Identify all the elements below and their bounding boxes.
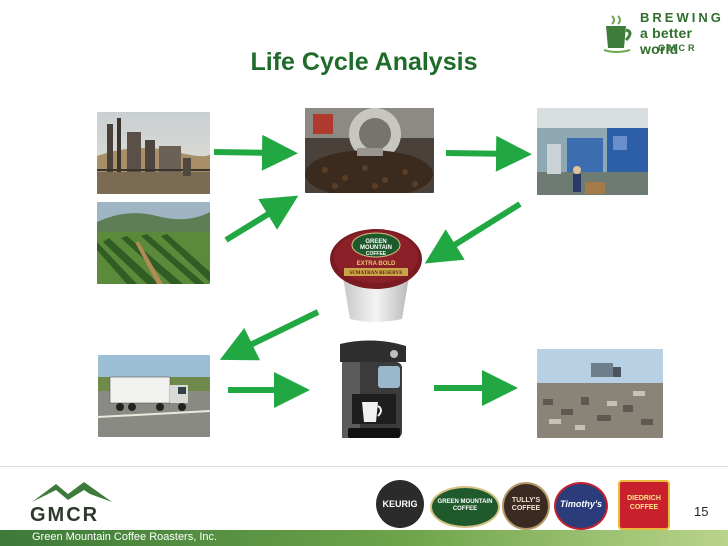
refinery-photo bbox=[97, 112, 210, 194]
footer-band: Green Mountain Coffee Roasters, Inc. bbox=[0, 530, 728, 546]
footer-divider bbox=[0, 466, 728, 467]
brand-line-3: GMCR bbox=[658, 43, 698, 53]
timothys-badge: Timothy's bbox=[554, 482, 608, 530]
kcup-label2: SUMATRAN RESERVE bbox=[349, 271, 403, 276]
green-mountain-badge: GREEN MOUNTAIN COFFEE bbox=[430, 486, 500, 528]
brand-line-2: a better world bbox=[640, 25, 693, 57]
coffee-mug-icon bbox=[603, 15, 632, 53]
kcup-line3: COFFEE bbox=[366, 251, 387, 257]
footer-company-name: Green Mountain Coffee Roasters, Inc. bbox=[32, 531, 218, 543]
keurig-badge: KEURIG bbox=[376, 480, 424, 528]
page-title: Life Cycle Analysis bbox=[250, 48, 478, 76]
arrow-plantation-to-roast bbox=[224, 195, 299, 243]
factory-photo bbox=[537, 108, 648, 195]
brewing-a-better-world-logo: BREWING a better world GMCR bbox=[600, 4, 722, 64]
tullys-badge: TULLY'S COFFEE bbox=[502, 482, 550, 530]
brand-line-1: BREWING bbox=[640, 10, 724, 25]
arrow-refinery-to-roast bbox=[213, 134, 298, 171]
keurig-brewer-photo bbox=[336, 340, 408, 448]
mountain-logo-icon bbox=[32, 482, 112, 502]
k-cup-image: GREEN MOUNTAIN COFFEE EXTRA BOLD SUMATRA… bbox=[330, 225, 422, 325]
kcup-line2: MOUNTAIN bbox=[360, 245, 392, 251]
diedrich-badge: DIEDRICH COFFEE bbox=[618, 480, 670, 530]
arrow-roast-to-factory bbox=[445, 135, 532, 172]
kcup-label1: EXTRA BOLD bbox=[357, 261, 396, 267]
landfill-photo bbox=[537, 349, 663, 438]
roasting-photo bbox=[305, 108, 434, 193]
gmcr-wordmark: GMCR bbox=[30, 504, 100, 526]
kcup-line1: GREEN bbox=[365, 239, 386, 245]
page-number: 15 bbox=[694, 504, 709, 519]
truck-photo bbox=[98, 355, 210, 437]
arrow-kcup-to-truck bbox=[219, 309, 320, 361]
plantation-photo bbox=[97, 202, 210, 284]
arrow-factory-to-kcup bbox=[424, 201, 522, 264]
